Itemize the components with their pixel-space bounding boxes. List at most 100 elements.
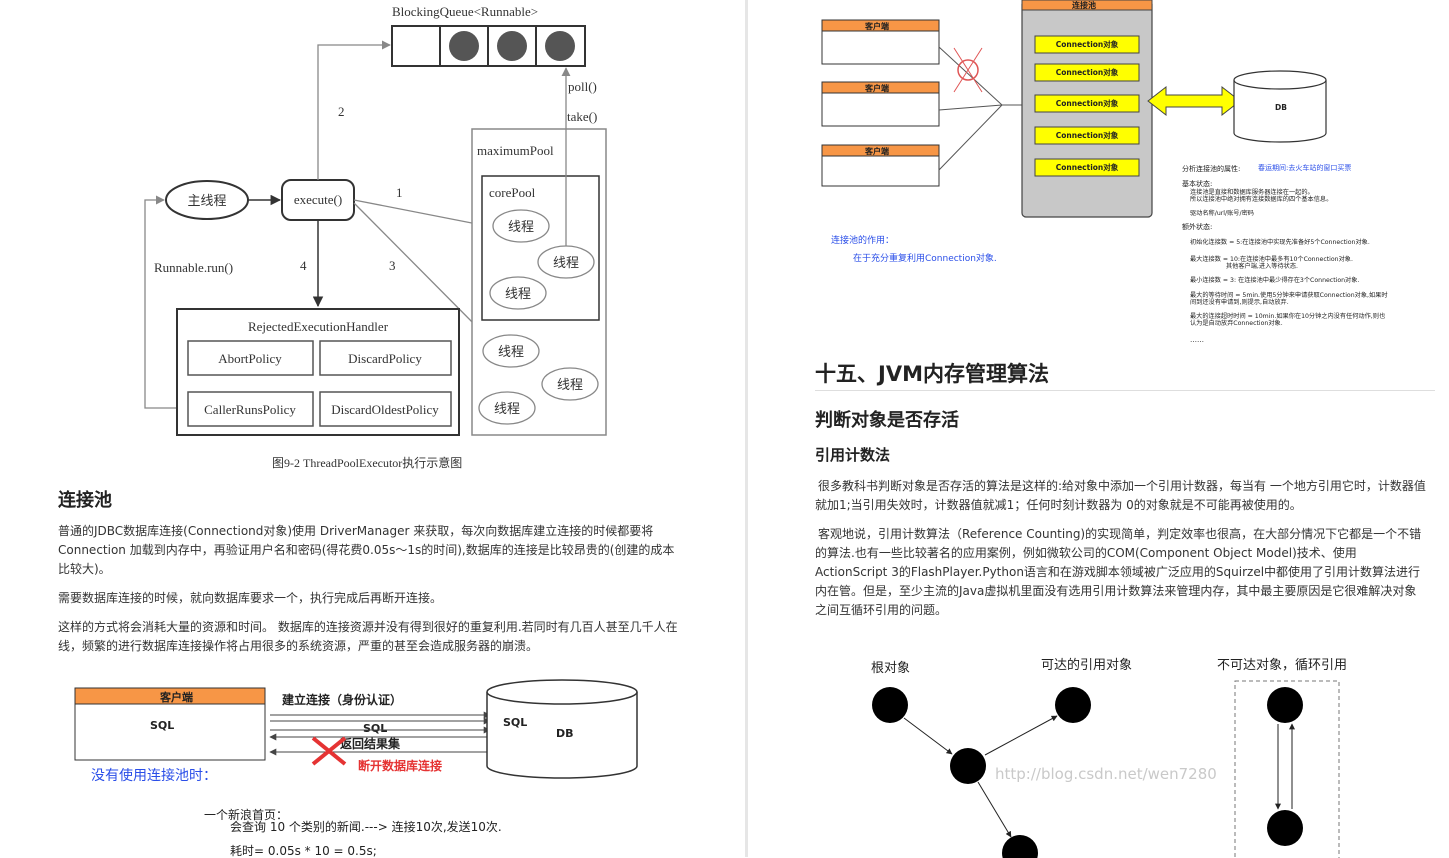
svg-text:根对象: 根对象	[871, 661, 910, 676]
svg-text:所以连接池中绝对拥有连接数据库的四个基本信息。: 所以连接池中绝对拥有连接数据库的四个基本信息。	[1190, 195, 1332, 203]
svg-text:Connection对象: Connection对象	[1056, 162, 1119, 172]
svg-text:SQL: SQL	[503, 716, 527, 729]
svg-text:SQL: SQL	[150, 719, 174, 732]
svg-text:线程: 线程	[553, 256, 579, 271]
svg-text:客户端: 客户端	[864, 21, 889, 31]
svg-text:3: 3	[389, 258, 396, 273]
svg-text:AbortPolicy: AbortPolicy	[218, 351, 282, 366]
queue-label: BlockingQueue<Runnable>	[392, 4, 538, 19]
svg-text:Connection对象: Connection对象	[1056, 130, 1119, 140]
right-page: 客户端 客户端 客户端 连接池 Connection对象	[748, 0, 1449, 857]
sub-sub-title: 引用计数法	[815, 446, 891, 464]
watermark: http://blog.csdn.net/wen7280	[995, 765, 1217, 783]
object-node	[1055, 687, 1091, 723]
left-page: BlockingQueue<Runnable> 主线程 execute() 2 …	[58, 4, 678, 857]
connection-object: Connection对象	[1034, 35, 1140, 54]
svg-text:DiscardPolicy: DiscardPolicy	[348, 351, 422, 366]
client-box: 客户端	[821, 144, 940, 187]
svg-text:take(): take()	[567, 109, 597, 124]
unreachable-region	[1234, 680, 1340, 858]
svg-text:线程: 线程	[508, 220, 534, 235]
page-divider	[745, 0, 748, 857]
svg-text:断开数据库连接: 断开数据库连接	[358, 758, 442, 773]
svg-text:最大连接数 = 10:在连接池中最多有10个Connecti: 最大连接数 = 10:在连接池中最多有10个Connection对象.	[1190, 255, 1353, 263]
paragraph: 普通的JDBC数据库连接(Connectiond对象)使用 DriverMana…	[58, 524, 675, 576]
section-heading-connection-pool: 连接池	[58, 490, 112, 511]
svg-text:最小连接数 = 3: 在连接池中最少得存在3个Connect: 最小连接数 = 3: 在连接池中最少得存在3个Connection对象.	[1190, 276, 1359, 284]
svg-text:一个新浪首页：: 一个新浪首页：	[204, 807, 288, 822]
svg-text:线程: 线程	[505, 287, 531, 302]
svg-text:初始化连接数 = 5:在连接池中实现先准备好5个Connec: 初始化连接数 = 5:在连接池中实现先准备好5个Connection对象.	[1190, 238, 1370, 246]
svg-text:DB: DB	[556, 727, 574, 740]
svg-text:没有使用连接池时：: 没有使用连接池时：	[91, 767, 217, 784]
execute-label: execute()	[294, 192, 342, 207]
svg-text:poll(): poll()	[568, 79, 597, 94]
svg-text:Connection对象: Connection对象	[1056, 39, 1119, 49]
svg-text:连接池是直接和数据库服务器连接在一起的。: 连接池是直接和数据库服务器连接在一起的。	[1190, 188, 1314, 196]
svg-text:连接池的作用：: 连接池的作用：	[831, 234, 894, 246]
svg-text:DB: DB	[1275, 103, 1287, 112]
paragraph: 这样的方式将会消耗大量的资源和时间。 数据库的连接资源并没有得到很好的重复利用.…	[58, 620, 678, 653]
svg-text:会查询 10 个类别的新闻.---> 连接10次,发送1: 会查询 10 个类别的新闻.---> 连接10次,发送10次.	[230, 819, 502, 834]
sub-title: 判断对象是否存活	[815, 410, 959, 431]
svg-text:认为是自动放弃Connection对象.: 认为是自动放弃Connection对象.	[1190, 319, 1283, 327]
no-pool-diagram: 客户端 SQL 建立连接（身份认证） SQL 返回结果集 断开数据库连接 SQL…	[74, 679, 638, 857]
svg-text:maximumPool: maximumPool	[477, 143, 554, 158]
main-thread-label: 主线程	[187, 194, 226, 209]
connection-object: Connection对象	[1034, 158, 1140, 177]
section-title: 十五、JVM内存管理算法	[815, 362, 1049, 386]
svg-text:RejectedExecutionHandler: RejectedExecutionHandler	[248, 319, 389, 334]
svg-text:驱动名称/url/账号/密码: 驱动名称/url/账号/密码	[1190, 209, 1254, 217]
svg-text:基本状态:: 基本状态:	[1182, 179, 1212, 188]
threadpool-diagram: BlockingQueue<Runnable> 主线程 execute() 2 …	[144, 4, 607, 436]
client-box: 客户端	[821, 19, 940, 65]
svg-text:客户端: 客户端	[864, 146, 889, 156]
svg-text:Connection对象: Connection对象	[1056, 67, 1119, 77]
reference-graph-diagram: 根对象 可达的引用对象 不可达对象，循环引用 http://blog.csdn.…	[871, 657, 1347, 858]
connection-pool-diagram: 客户端 客户端 客户端 连接池 Connection对象	[821, 0, 1388, 344]
svg-text:其他客户端,进入等待状态.: 其他客户端,进入等待状态.	[1226, 262, 1298, 270]
root-object-node	[872, 687, 908, 723]
svg-text:客户端: 客户端	[864, 83, 889, 93]
client-box: 客户端	[821, 81, 940, 127]
svg-text:可达的引用对象: 可达的引用对象	[1041, 657, 1132, 673]
svg-text:春运期间:去火车站的窗口买票: 春运期间:去火车站的窗口买票	[1258, 163, 1351, 172]
section-rule	[815, 390, 1435, 391]
connection-object: Connection对象	[1034, 126, 1140, 145]
object-node	[1002, 835, 1038, 858]
queue-task	[497, 31, 527, 61]
paragraph: 客观地说，引用计数算法（Reference Counting)的实现简单，判定效…	[815, 527, 1422, 617]
svg-text:Connection对象: Connection对象	[1056, 98, 1119, 108]
svg-text:在于充分重复利用Connection对象.: 在于充分重复利用Connection对象.	[853, 252, 997, 264]
queue-task	[545, 31, 575, 61]
svg-text:额外状态:: 额外状态:	[1182, 222, 1212, 231]
svg-text:分析连接池的属性:: 分析连接池的属性:	[1182, 164, 1240, 173]
paragraph: 很多教科书判断对象是否存活的算法是这样的:给对象中添加一个引用计数器，每当有 一…	[815, 479, 1426, 512]
svg-text:最大的连接超时时间 = 10min.如果你在10分钟之内没有: 最大的连接超时时间 = 10min.如果你在10分钟之内没有任何动作,则也	[1190, 312, 1385, 320]
figure-caption: 图9-2 ThreadPoolExecutor执行示意图	[272, 456, 463, 470]
unreachable-node	[1267, 687, 1303, 723]
queue-task	[449, 31, 479, 61]
svg-text:返回结果集: 返回结果集	[340, 736, 401, 751]
svg-text:1: 1	[396, 185, 403, 200]
svg-text:SQL: SQL	[363, 722, 387, 735]
svg-text:……: ……	[1190, 336, 1204, 344]
svg-text:CallerRunsPolicy: CallerRunsPolicy	[204, 402, 296, 417]
object-node	[950, 748, 986, 784]
svg-text:客户端: 客户端	[159, 690, 193, 704]
runnable-run-label: Runnable.run()	[154, 260, 233, 275]
svg-text:corePool: corePool	[489, 185, 536, 200]
svg-text:耗时= 0.05s * 10 = 0.5s;: 耗时= 0.05s * 10 = 0.5s;	[230, 844, 377, 857]
svg-text:连接池: 连接池	[1072, 0, 1096, 10]
svg-text:DiscardOldestPolicy: DiscardOldestPolicy	[331, 402, 439, 417]
connection-object: Connection对象	[1034, 63, 1140, 82]
svg-text:线程: 线程	[498, 345, 524, 360]
svg-text:线程: 线程	[557, 378, 583, 393]
unreachable-node	[1267, 810, 1303, 846]
paragraph: 需要数据库连接的时候，就向数据库要求一个，执行完成后再断开连接。	[58, 591, 443, 605]
connection-object: Connection对象	[1034, 94, 1140, 113]
svg-text:最大的等待时间 = 5min.使用5分钟来申请获取Conne: 最大的等待时间 = 5min.使用5分钟来申请获取Connection对象,如果…	[1190, 291, 1388, 299]
svg-text:2: 2	[338, 104, 345, 119]
svg-text:不可达对象，循环引用: 不可达对象，循环引用	[1217, 658, 1347, 673]
svg-text:建立连接（身份认证）: 建立连接（身份认证）	[281, 692, 402, 707]
